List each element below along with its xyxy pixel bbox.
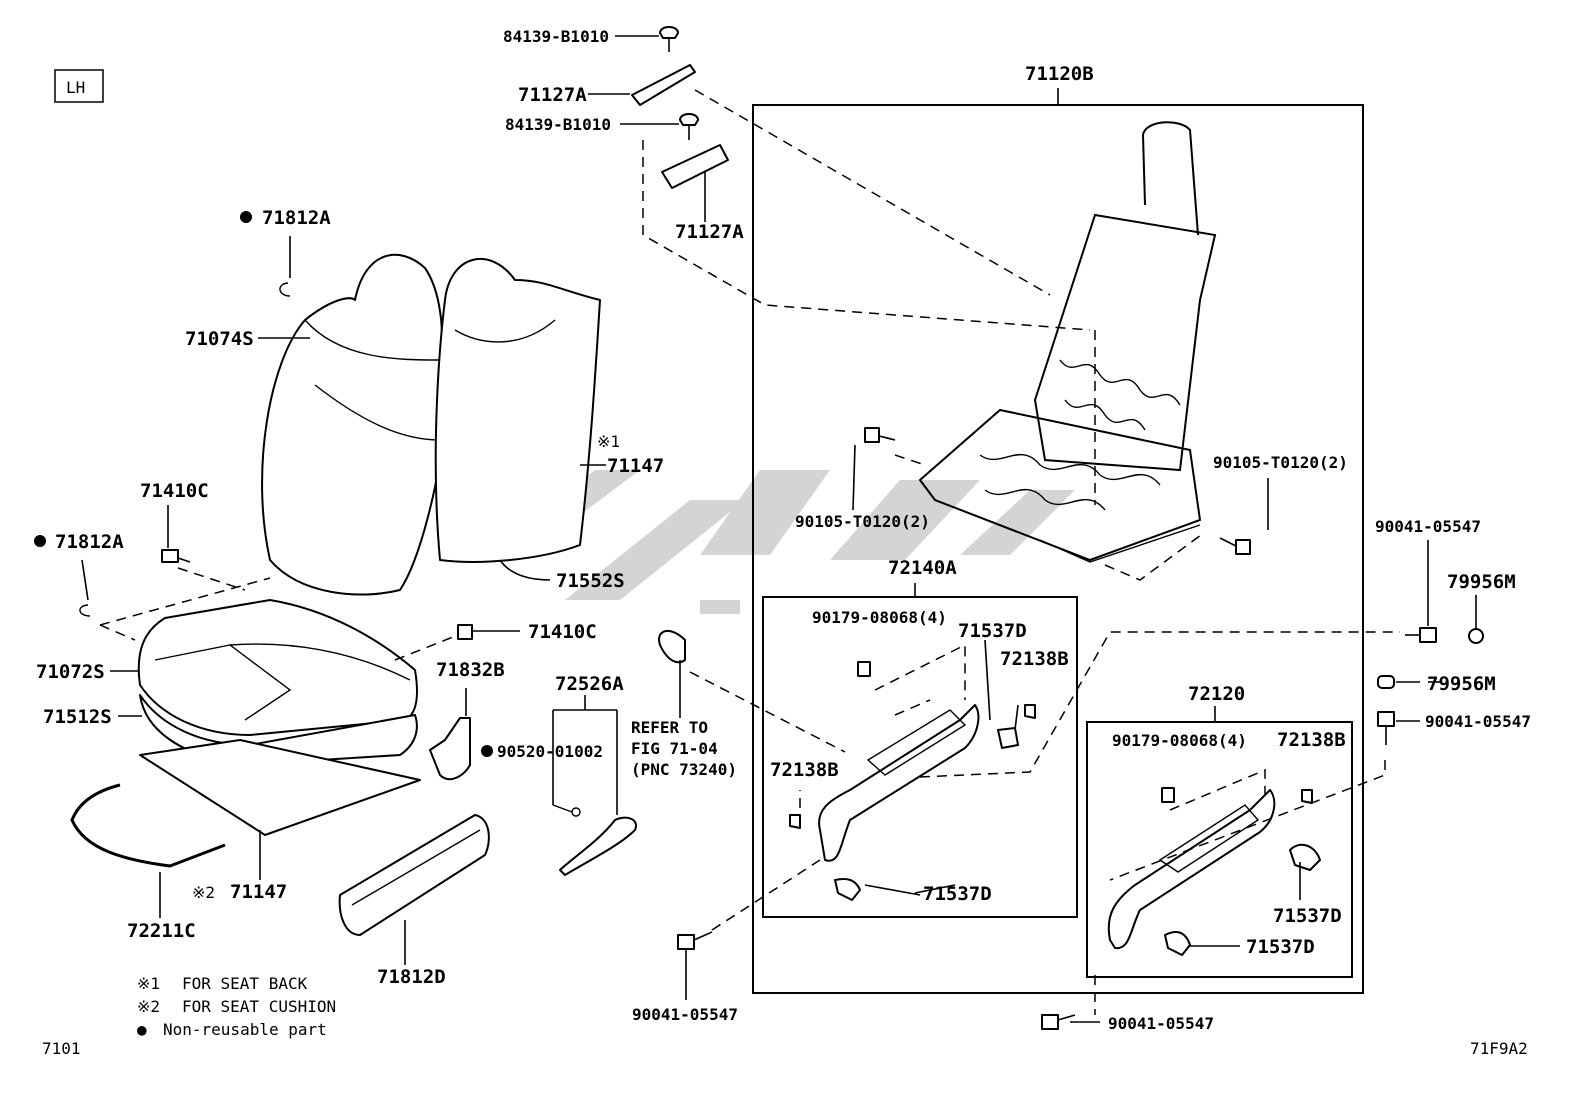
label-71147-back: 71147 xyxy=(607,455,664,477)
side-tag-box xyxy=(54,69,104,103)
slide-rail-72140a xyxy=(789,661,1036,901)
slide-rail-box-72120 xyxy=(1086,721,1353,978)
clip-top xyxy=(279,282,291,297)
nonreusable-dot-90520 xyxy=(481,745,493,757)
label-72138b-right: 72138B xyxy=(1277,729,1346,751)
label-71072s: 71072S xyxy=(36,661,105,683)
label-90105-right: 90105-T0120(2) xyxy=(1213,453,1348,472)
legend-text-3: Non-reusable part xyxy=(163,1020,327,1039)
legend-text-1: FOR SEAT BACK xyxy=(182,974,308,993)
cushion-wire xyxy=(70,783,226,868)
label-71812d: 71812D xyxy=(377,966,446,988)
seat-frame xyxy=(918,121,1217,563)
clip-84139-top xyxy=(659,26,679,52)
legend-mark-2: ※2 xyxy=(137,997,160,1016)
label-84139-b1010-mid: 84139-B1010 xyxy=(505,115,611,134)
legend: ※1 FOR SEAT BACK ※2 FOR SEAT CUSHION ● N… xyxy=(137,974,336,1039)
bolt-90105-right xyxy=(1219,537,1251,555)
label-90179-left: 90179-08068(4) xyxy=(812,608,947,627)
seat-cushion xyxy=(137,599,421,836)
label-72140a: 72140A xyxy=(888,557,957,579)
refer-line-3: (PNC 73240) xyxy=(631,760,737,779)
clip-left xyxy=(79,604,91,617)
refer-line-2: FIG 71-04 xyxy=(631,739,718,758)
bolt-90041-r2 xyxy=(1377,711,1395,745)
label-71074s: 71074S xyxy=(185,328,254,350)
label-71410c-left: 71410C xyxy=(140,480,209,502)
nonreusable-dot-71812a-left xyxy=(34,535,46,547)
cover-71127a-top xyxy=(631,64,696,106)
refer-line-1: REFER TO xyxy=(631,718,708,737)
bolt-90041-bottom-right xyxy=(1041,1014,1076,1030)
label-72138b-top: 72138B xyxy=(1000,648,1069,670)
bolt-90041-bottom-left xyxy=(677,931,713,950)
label-71537d-right: 71537D xyxy=(1273,905,1342,927)
label-71127a-top: 71127A xyxy=(518,84,587,106)
label-79956m-r1: 79956M xyxy=(1447,571,1516,593)
slide-rail-box-72140a xyxy=(762,596,1078,918)
label-90041-bottom-left: 90041-05547 xyxy=(632,1005,738,1024)
label-72526a: 72526A xyxy=(555,673,624,695)
mark-71147-back: ※1 xyxy=(597,432,620,451)
label-84139-b1010-top: 84139-B1010 xyxy=(503,27,609,46)
bolt-71410c-left xyxy=(161,549,191,563)
legend-mark-1: ※1 xyxy=(137,974,160,993)
label-71127a-mid: 71127A xyxy=(675,221,744,243)
label-71120b: 71120B xyxy=(1025,63,1094,85)
label-71537d-bottom-left: 71537D xyxy=(923,883,992,905)
label-72120: 72120 xyxy=(1188,683,1245,705)
label-72138b-left: 72138B xyxy=(770,759,839,781)
bolt-71410c-right xyxy=(457,624,520,640)
cap-79956m-r1 xyxy=(1468,628,1484,644)
label-90105-left: 90105-T0120(2) xyxy=(795,512,930,531)
nonreusable-dot-71812a-top xyxy=(240,211,252,223)
bolt-90105-left xyxy=(864,427,896,443)
label-71512s: 71512S xyxy=(43,706,112,728)
seat-back-cover xyxy=(261,253,446,596)
label-72211c: 72211C xyxy=(127,920,196,942)
side-cover-71812d xyxy=(338,814,490,936)
label-71812a-top: 71812A xyxy=(262,207,331,229)
label-71537d-top: 71537D xyxy=(958,620,1027,642)
side-tag: LH xyxy=(66,78,85,97)
label-71552s: 71552S xyxy=(556,570,625,592)
lever-72526a xyxy=(559,816,637,876)
label-79956m-r2: 79956M xyxy=(1427,673,1496,695)
clip-84139-mid xyxy=(679,113,699,140)
cover-71127a-mid xyxy=(661,144,729,189)
label-90041-bottom-right: 90041-05547 xyxy=(1108,1014,1214,1033)
slide-rail-72120 xyxy=(1107,787,1321,956)
label-71832b: 71832B xyxy=(436,659,505,681)
legend-text-2: FOR SEAT CUSHION xyxy=(182,997,336,1016)
belt-buckle xyxy=(658,630,686,664)
seat-back-pad xyxy=(434,257,601,563)
label-71410c-right: 71410C xyxy=(528,621,597,643)
label-71812a-left: 71812A xyxy=(55,531,124,553)
figure-code: 7101 xyxy=(42,1039,81,1058)
label-90041-r2: 90041-05547 xyxy=(1425,712,1531,731)
bolt-90041-r1 xyxy=(1405,627,1437,643)
illustration-code: 71F9A2 xyxy=(1470,1039,1528,1058)
label-90520-01002: 90520-01002 xyxy=(497,742,603,761)
label-71147-cushion: 71147 xyxy=(230,881,287,903)
mark-71147-cushion: ※2 xyxy=(192,883,215,902)
cap-79956m-r2 xyxy=(1377,675,1395,689)
label-90041-r1: 90041-05547 xyxy=(1375,517,1481,536)
label-90179-right: 90179-08068(4) xyxy=(1112,731,1247,750)
bracket-71832b xyxy=(429,717,471,781)
label-71537d-bottom-right: 71537D xyxy=(1246,936,1315,958)
legend-mark-3: ● xyxy=(137,1020,147,1039)
